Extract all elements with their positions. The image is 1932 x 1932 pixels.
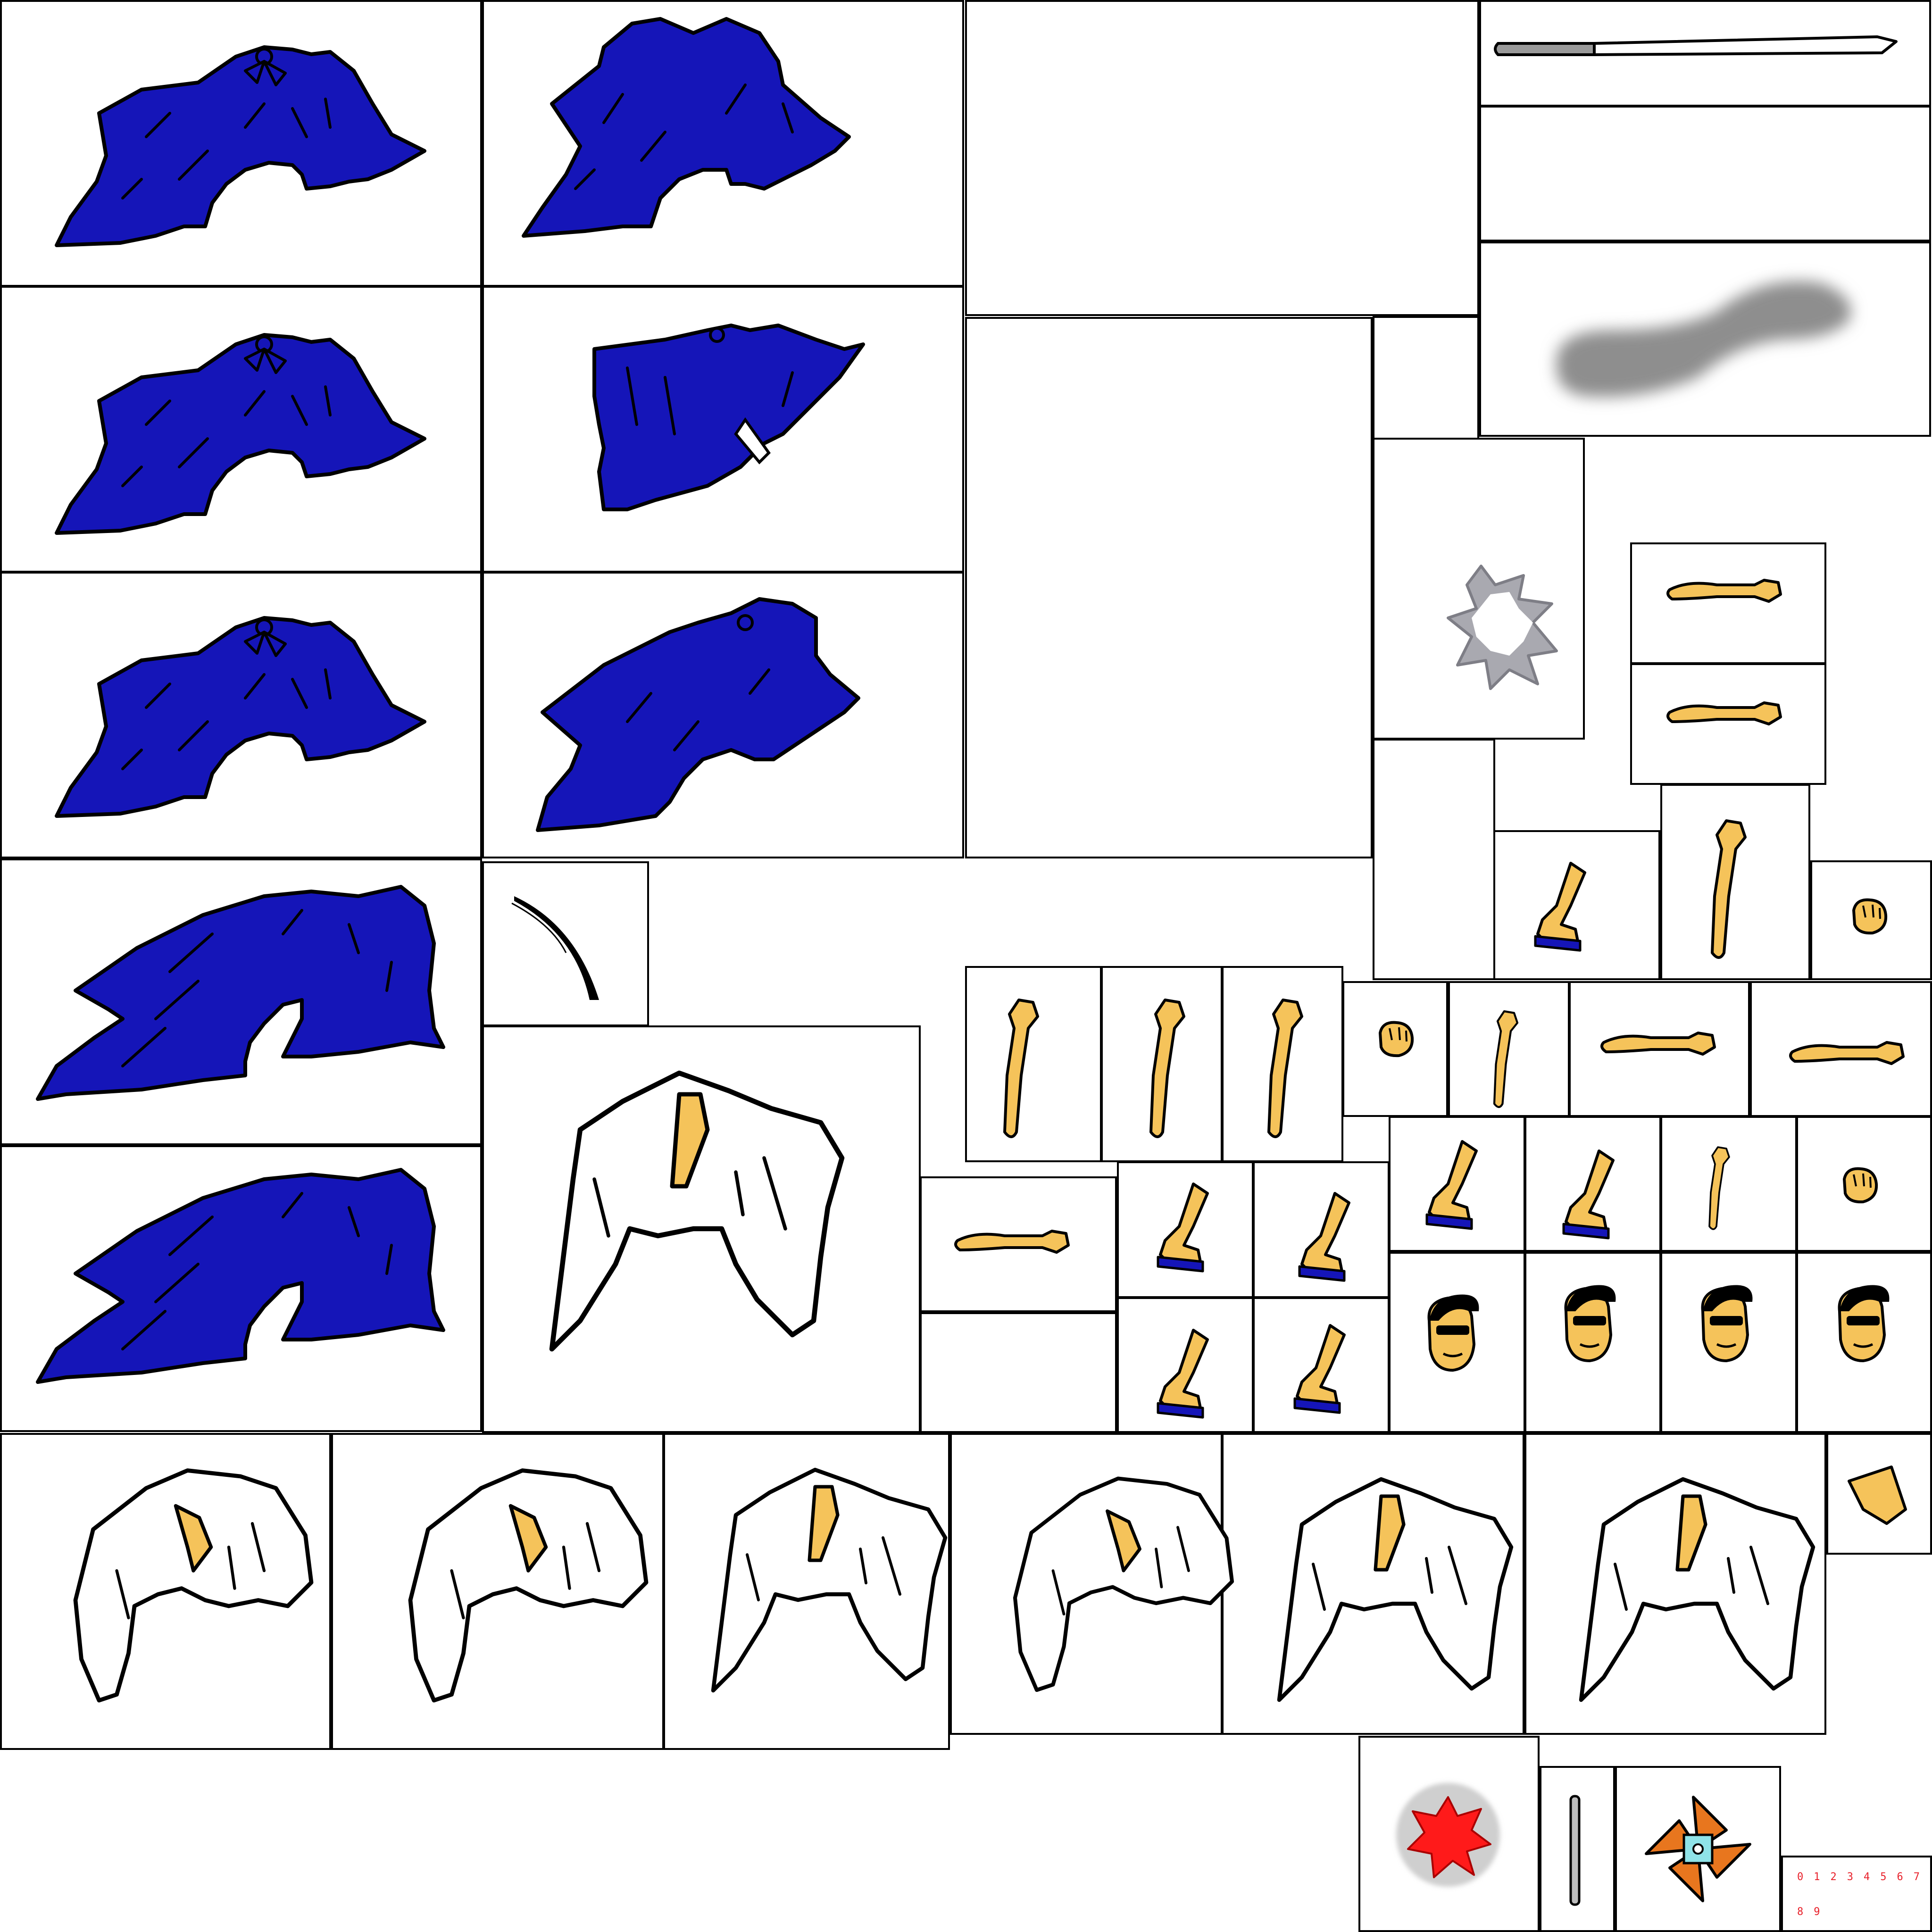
blue-robe-5 (57, 618, 425, 816)
fist-sprite (1380, 1023, 1412, 1056)
arm-sprite (1005, 1000, 1038, 1137)
leg-sprite (1158, 1330, 1208, 1417)
white-robe-large (552, 1073, 842, 1349)
fist-sprite (1844, 1169, 1876, 1202)
slash-sprite (511, 896, 599, 1000)
impact-gray-sprite (1447, 565, 1558, 690)
ground-shadow-sprite (1556, 281, 1851, 397)
open-hand-sprite (1790, 1042, 1903, 1064)
arm-sprite (1668, 580, 1781, 601)
blue-robe-1 (57, 47, 425, 245)
fist-sprite (1854, 900, 1886, 933)
head-sprite (1429, 1294, 1479, 1370)
blue-robe-8 (38, 1170, 443, 1382)
pinwheel-sprite (1645, 1796, 1751, 1902)
arm-sprite (1494, 1011, 1517, 1107)
white-robe-1 (75, 1471, 311, 1701)
leg-sprite (1564, 1151, 1613, 1238)
leg-sprite (1295, 1325, 1344, 1413)
arm-sprite (1708, 1146, 1730, 1230)
arm-sprite (1668, 703, 1781, 724)
white-robe-2 (410, 1471, 646, 1701)
arm-sprite (1269, 1000, 1302, 1137)
blue-robe-6 (536, 597, 860, 832)
digits-row-2: 89 (1797, 1906, 1831, 1918)
katana-sprite (1494, 35, 1898, 56)
arm-sprite (1712, 821, 1745, 958)
head-sunglasses-sprite (1840, 1285, 1890, 1361)
leg-sprite (1535, 863, 1585, 950)
blue-robe-7 (38, 887, 443, 1099)
arm-sprite (956, 1231, 1068, 1252)
white-robe-3 (713, 1470, 945, 1690)
head-sunglasses-sprite (1566, 1285, 1616, 1361)
impact-red-sprite (1396, 1783, 1500, 1887)
wedge-sprite (1848, 1466, 1907, 1525)
blue-robe-2 (524, 19, 849, 236)
white-robe-6 (1581, 1479, 1813, 1700)
leg-sprite (1299, 1193, 1349, 1281)
leg-sprite (1427, 1141, 1476, 1229)
leg-sprite (1158, 1184, 1208, 1271)
white-robe-5 (1279, 1479, 1511, 1700)
white-robe-4 (1015, 1479, 1232, 1690)
blue-robe-4 (592, 324, 865, 511)
blue-robe-3 (57, 335, 425, 533)
stick-sprite (1569, 1795, 1581, 1906)
digit-strip: 01234567 89 (1797, 1871, 1930, 1918)
digits-row-1: 01234567 (1797, 1871, 1930, 1883)
arm-sprite (1151, 1000, 1184, 1137)
head-sunglasses-sprite (1703, 1285, 1753, 1361)
arm-sprite (1602, 1033, 1715, 1054)
